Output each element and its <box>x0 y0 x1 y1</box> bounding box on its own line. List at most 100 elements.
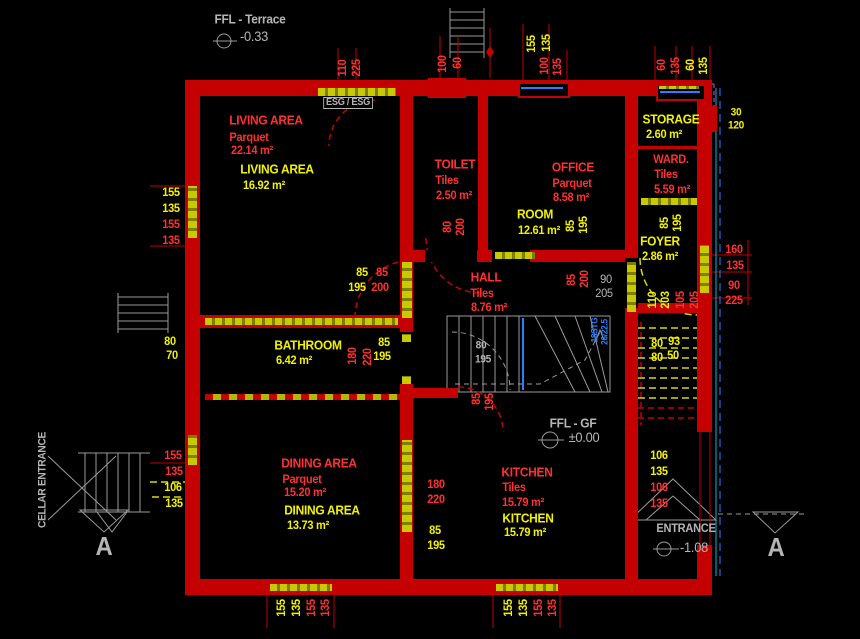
dim-stair-80a: 80 <box>651 336 663 350</box>
dim-top-110: 110 <box>335 59 349 77</box>
kitchen-name-red: KITCHEN <box>501 464 553 480</box>
dim-living-door-85r: 85 <box>376 265 388 279</box>
dim-top-100a: 100 <box>435 55 449 73</box>
dim-bot-135r2: 135 <box>545 599 559 617</box>
dim-bot-155r2: 155 <box>531 599 545 617</box>
window-bottom-dining <box>270 584 332 591</box>
esg-door-tag: ESG / ESG <box>323 97 373 109</box>
door-gap-bathroom <box>400 332 413 384</box>
stair-door-height: 195 <box>474 353 492 366</box>
hall-name: HALL <box>470 269 502 285</box>
dim-dining-door-180: 180 <box>427 477 445 491</box>
dim-left-155r2: 155 <box>164 448 182 462</box>
entrance-label: ENTRANCE <box>656 521 716 535</box>
dim-hall-door-200: 200 <box>577 270 591 288</box>
window-bottom-kitchen <box>496 584 558 591</box>
office-floor: Parquet <box>552 176 592 190</box>
dim-left-70: 70 <box>166 348 178 362</box>
dim-foyer-door-110: 110 <box>645 291 659 309</box>
dim-room-door-85: 85 <box>563 220 577 232</box>
dim-foyer-door-205: 205 <box>687 291 701 309</box>
toilet-floor: Tiles <box>435 173 459 187</box>
dim-stair-50: 50 <box>667 348 679 362</box>
dim-left-135r2: 135 <box>165 464 183 478</box>
window-glass-storage <box>660 91 700 93</box>
insulation-foyer-left <box>627 262 636 312</box>
dim-bath-door-180: 180 <box>345 347 359 365</box>
living-name-red: LIVING AREA <box>229 112 303 128</box>
kitchen-size-red: 15.79 m² <box>502 495 544 509</box>
dim-top-60a: 60 <box>450 57 464 69</box>
foyer-name: FOYER <box>640 233 680 249</box>
dim-ent-106y: 106 <box>650 448 668 462</box>
entrance-value: -1.08 <box>680 539 708 555</box>
wall-foyer-bottom <box>633 303 712 313</box>
living-size-yellow: 16.92 m² <box>243 178 285 192</box>
wall-toilet-right <box>478 96 488 262</box>
dim-bath-door-85: 85 <box>378 335 390 349</box>
storage-size: 2.60 m² <box>645 127 683 141</box>
dim-top-135r2: 135 <box>668 57 682 75</box>
dim-top-60y: 60 <box>683 59 697 71</box>
wall-exterior-bottom <box>185 579 712 595</box>
ffl-gf-label: FFL - GF <box>549 415 597 431</box>
living-floor-red: Parquet <box>229 130 269 144</box>
wall-storage-divider <box>638 146 697 149</box>
insulation-office-door <box>495 252 535 259</box>
dim-living-door-195y: 195 <box>348 280 366 294</box>
insulation-bath-jamb-a <box>402 334 411 342</box>
dim-left-135y2: 135 <box>165 496 183 510</box>
storage-name: STORAGE <box>642 111 700 127</box>
cellar-entrance-label: CELLAR ENTRANCE <box>36 432 49 528</box>
dining-name-red: DINING AREA <box>281 455 357 471</box>
wall-kitchen-top <box>413 388 458 398</box>
dim-stair-80b: 80 <box>651 350 663 364</box>
window-top-living <box>318 88 396 96</box>
dim-right-120: 120 <box>727 119 745 132</box>
dim-dining-door-195: 195 <box>427 538 445 552</box>
dim-toilet-door-200: 200 <box>453 218 467 236</box>
dining-floor-red: Parquet <box>282 472 322 486</box>
dim-stair-93: 93 <box>668 334 680 348</box>
dim-right-30: 30 <box>730 106 742 119</box>
dining-name-yellow: DINING AREA <box>284 502 360 518</box>
dim-right-160: 160 <box>725 242 743 256</box>
ffl-terrace-value: -0.33 <box>240 28 268 44</box>
ward-floor: Tiles <box>654 167 678 181</box>
window-left-dining <box>188 435 197 465</box>
dim-bot-155y2: 155 <box>501 599 515 617</box>
dim-right-135: 135 <box>726 258 744 272</box>
dim-foyer-door-105: 105 <box>673 291 687 309</box>
insulation-spine-upper <box>402 262 412 318</box>
wall-right-rooms <box>625 96 638 595</box>
ffl-terrace-label: FFL - Terrace <box>214 11 286 27</box>
hall-floor: Tiles <box>470 286 494 300</box>
dim-bot-155y1: 155 <box>274 599 288 617</box>
dim-ent-106r: 106 <box>650 480 668 494</box>
room-door-gray-width: 90 <box>600 272 612 286</box>
dim-kitchen-door-85: 85 <box>469 393 483 405</box>
window-right-foyer <box>700 245 709 293</box>
office-size: 8.58 m² <box>552 190 590 204</box>
dim-left-80: 80 <box>164 334 176 348</box>
dim-bot-135r1: 135 <box>318 599 332 617</box>
kitchen-size-yellow: 15.79 m² <box>504 525 546 539</box>
dim-toilet-door-80: 80 <box>440 221 454 233</box>
window-top-office <box>518 82 570 98</box>
dim-living-door-85y: 85 <box>356 265 368 279</box>
insulation-spine-lower <box>402 440 412 532</box>
dim-kitchen-door-195: 195 <box>482 393 496 411</box>
room-door-gray-height: 205 <box>595 286 613 300</box>
dim-bath-door-195: 195 <box>373 349 391 363</box>
dim-top-225: 225 <box>349 59 363 77</box>
dim-top-155y: 155 <box>524 35 538 53</box>
dim-top-135y2: 135 <box>696 57 710 75</box>
wall-exterior-right-lower <box>697 545 712 595</box>
window-glass-office <box>521 87 563 89</box>
dim-right-225: 225 <box>725 293 743 307</box>
window-left-living <box>188 186 197 238</box>
dim-left-135r: 135 <box>162 233 180 247</box>
insulation-bathroom-top <box>205 318 398 325</box>
insulation-bath-jamb-b <box>402 376 411 384</box>
